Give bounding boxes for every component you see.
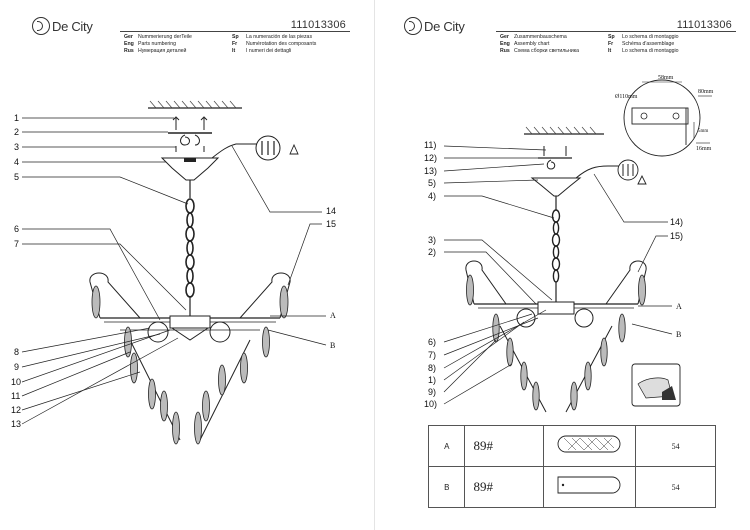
callout-3: 3) <box>428 235 436 245</box>
part-letter: A <box>427 425 466 467</box>
callout-3: 3 <box>14 142 19 152</box>
part-a-crystal-icon <box>542 425 637 467</box>
brand-logo-icon <box>404 17 422 35</box>
callout-14: 14) <box>670 217 683 227</box>
parts-table: A 89# 54 B 89# <box>427 425 716 508</box>
dim-58mm: 58mm <box>658 75 674 81</box>
callout-9: 9 <box>14 362 19 372</box>
callout-7: 7) <box>428 350 436 360</box>
dim-5mm: 5mm <box>698 129 708 134</box>
dim-diameter-110mm: Ø110mm <box>615 94 638 100</box>
part-letter: B <box>427 466 466 508</box>
brand-logo-icon <box>32 17 50 35</box>
header-rule <box>496 31 736 32</box>
dim-80mm: 80mm <box>698 89 714 95</box>
callout-11: 11) <box>424 140 436 150</box>
brand-name: De City <box>52 18 93 34</box>
crystal-leaf-icon <box>557 435 621 452</box>
callout-8: 8) <box>428 363 436 373</box>
callout-13: 13) <box>424 166 437 176</box>
callout-4: 4 <box>14 157 19 167</box>
callout-10: 10) <box>424 399 437 409</box>
part-b-crystal-icon <box>542 466 637 508</box>
page-divider <box>374 0 375 530</box>
callout-8: 8 <box>14 347 19 357</box>
assembly-chart-diagram: 58mm Ø110mm 80mm 5mm 16mm <box>424 75 714 413</box>
article-number: 111013306 <box>676 19 732 31</box>
callout-1: 1 <box>14 113 19 123</box>
callout-1: 1) <box>428 375 436 385</box>
part-quantity: 54 <box>635 425 716 467</box>
callout-14: 14 <box>326 206 336 216</box>
callout-4: 4) <box>428 191 436 201</box>
callout-b: B <box>330 341 335 350</box>
part-code: 89# <box>464 466 544 508</box>
callout-6: 6 <box>14 224 19 234</box>
callout-9: 9) <box>428 387 436 397</box>
brand-logo: De City <box>32 16 93 36</box>
callout-11: 11 <box>11 391 20 401</box>
header-rule <box>120 31 350 32</box>
callout-6: 6) <box>428 337 436 347</box>
callout-b: B <box>676 330 681 339</box>
article-number: 111013306 <box>290 19 346 31</box>
callout-a: A <box>330 311 336 320</box>
callout-2: 2) <box>428 247 436 257</box>
brand-logo: De City <box>404 16 465 36</box>
dim-16mm: 16mm <box>696 146 712 152</box>
callout-12: 12 <box>11 405 21 415</box>
table-row: A 89# 54 <box>427 425 716 467</box>
part-code: 89# <box>464 425 544 467</box>
parts-numbering-diagram: 1 2 3 4 5 6 7 8 9 10 11 12 13 14 15 A B <box>11 100 336 445</box>
callout-5: 5) <box>428 178 436 188</box>
brand-name: De City <box>424 18 465 34</box>
part-quantity: 54 <box>635 466 716 508</box>
callout-12: 12) <box>424 153 437 163</box>
table-row: B 89# 54 <box>427 466 716 508</box>
callout-15: 15) <box>670 231 683 241</box>
callout-13: 13 <box>11 419 21 429</box>
callout-15: 15 <box>326 219 336 229</box>
callout-10: 10 <box>11 377 21 387</box>
callout-2: 2 <box>14 127 19 137</box>
callout-a: A <box>676 302 682 311</box>
callout-7: 7 <box>14 239 19 249</box>
callout-5: 5 <box>14 172 19 182</box>
crystal-plain-icon <box>557 476 621 493</box>
